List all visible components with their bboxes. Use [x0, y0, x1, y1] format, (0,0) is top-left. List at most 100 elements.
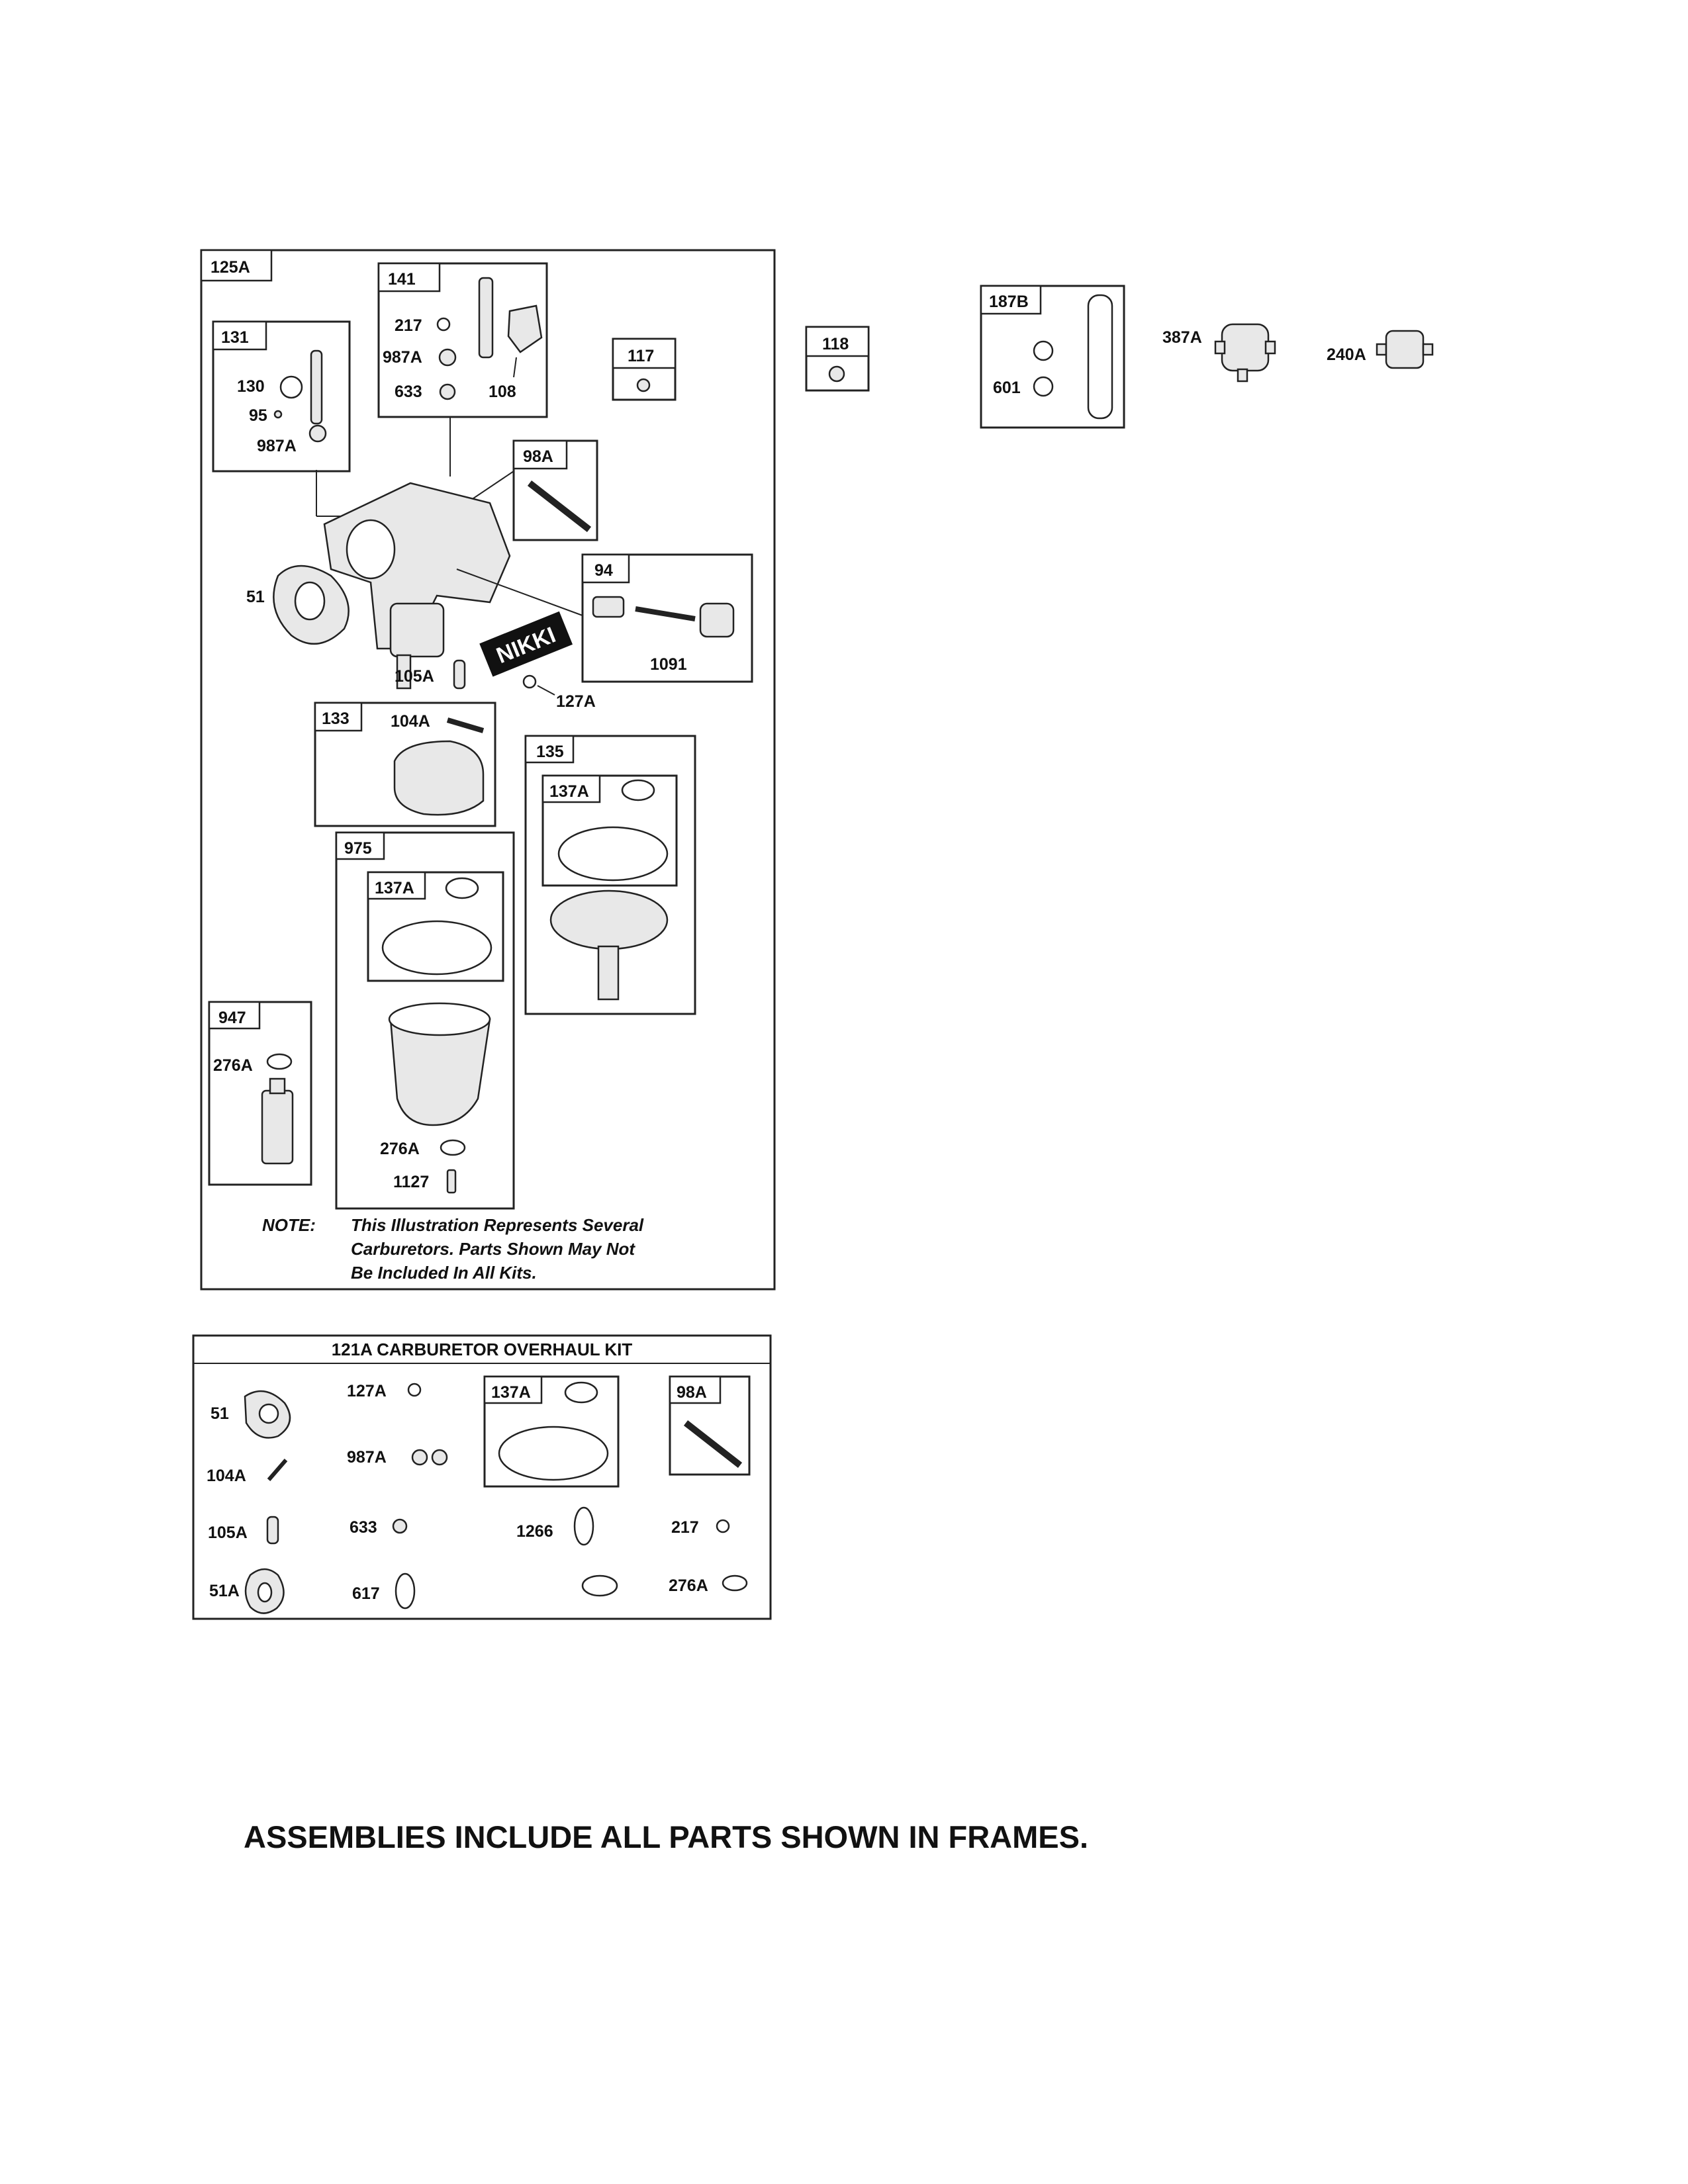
- part-240A-label: 240A: [1327, 345, 1366, 364]
- frame-98A-label: 98A: [523, 447, 553, 466]
- kit-51A-label: 51A: [209, 1582, 240, 1600]
- frame-133-label: 133: [322, 709, 350, 728]
- washer-icon: [722, 1574, 748, 1592]
- o-ring-icon: [573, 1506, 594, 1546]
- gasket-icon: [273, 565, 350, 645]
- idle-screw-icon: [683, 1420, 743, 1468]
- part-95-label: 95: [249, 406, 267, 425]
- frame-187B: 187B 601: [980, 285, 1125, 429]
- kit-98A-label: 98A: [677, 1383, 707, 1402]
- frame-125A: 125A: [200, 249, 776, 1291]
- frame-125A-label: 125A: [211, 258, 250, 277]
- frame-133: 133 104A: [314, 702, 496, 827]
- washer-icon: [440, 1139, 466, 1156]
- needle-icon: [635, 606, 696, 621]
- gasket-icon: [381, 920, 492, 976]
- spring-clip-icon: [716, 1519, 730, 1533]
- o-ring-icon: [621, 779, 655, 801]
- fuel-valve-icon: [453, 659, 466, 690]
- screw-icon: [273, 410, 283, 419]
- choke-shaft-icon: [310, 349, 323, 425]
- gasket-icon: [244, 1568, 285, 1614]
- kit-104A-label: 104A: [207, 1467, 246, 1485]
- frame-947-label: 947: [218, 1009, 246, 1027]
- frame-131: 131 130 95 987A: [212, 320, 351, 473]
- part-130-label: 130: [237, 377, 265, 396]
- clamp-icon: [1033, 340, 1054, 361]
- frame-94-label: 94: [594, 561, 613, 580]
- frame-135: 135 137A: [524, 735, 696, 1015]
- kit-617-label: 617: [352, 1584, 380, 1603]
- fuel-bowl-stem-icon: [597, 945, 620, 1001]
- note-line-3: Be Included In All Kits.: [351, 1263, 537, 1283]
- nikki-brand-plate: NIKKI: [479, 611, 573, 677]
- spring-icon: [592, 596, 625, 618]
- frame-117-label: 117: [628, 347, 654, 365]
- shaft-icon: [478, 277, 494, 359]
- frame-141: 141 217 987A 633 108: [377, 262, 548, 418]
- seal-icon: [431, 1449, 448, 1466]
- spring-clip-icon: [436, 317, 451, 332]
- part-633-label: 633: [395, 383, 422, 401]
- kit-title: 121A CARBURETOR OVERHAUL KIT: [332, 1340, 633, 1359]
- seal-icon: [411, 1449, 428, 1466]
- pin-icon: [446, 717, 485, 733]
- part-987A-label: 987A: [383, 348, 422, 367]
- kit-987A-label: 987A: [347, 1448, 387, 1467]
- frame-135-label: 135: [536, 743, 564, 761]
- note-line-1: This Illustration Represents Several: [351, 1215, 644, 1235]
- clamp-icon: [1033, 376, 1054, 397]
- pin-icon: [267, 1459, 288, 1481]
- frame-137A-label: 137A: [549, 782, 589, 801]
- frame-975: 975 137A 276A 1127: [335, 831, 515, 1210]
- choke-plate-icon: [279, 375, 303, 399]
- part-1127-label: 1127: [393, 1173, 429, 1191]
- part-987A-label: 987A: [257, 437, 297, 455]
- kit-633-label: 633: [350, 1518, 377, 1537]
- fuel-pump-icon: [1214, 323, 1276, 383]
- part-108-label: 108: [489, 383, 516, 401]
- frame-118: 118: [805, 326, 870, 392]
- screw-icon: [828, 365, 845, 383]
- fuel-bowl-icon: [389, 1018, 491, 1126]
- part-276A-label: 276A: [213, 1056, 253, 1075]
- frame-98A: 98A: [512, 439, 598, 541]
- o-ring-icon: [395, 1572, 416, 1610]
- footer-note: ASSEMBLIES INCLUDE ALL PARTS SHOWN IN FR…: [244, 1819, 1088, 1854]
- carburetor-body-icon: [316, 417, 583, 690]
- plug-icon: [407, 1383, 422, 1397]
- frame-94: 94 1091: [581, 553, 753, 683]
- part-217-label: 217: [395, 316, 422, 335]
- fuel-valve-icon: [266, 1516, 279, 1545]
- part-104A-label: 104A: [391, 712, 430, 731]
- note-label: NOTE:: [262, 1215, 316, 1235]
- gasket-icon: [557, 826, 669, 882]
- kit-105A-label: 105A: [208, 1524, 248, 1542]
- frame-131-label: 131: [221, 328, 249, 347]
- solenoid-icon: [261, 1089, 294, 1165]
- frame-117: 117: [612, 338, 677, 401]
- throttle-plate-icon: [507, 304, 543, 353]
- seal-icon: [439, 383, 456, 400]
- part-276A-label: 276A: [380, 1140, 420, 1158]
- kit-127A-label: 127A: [347, 1382, 387, 1400]
- o-ring-icon: [564, 1381, 598, 1404]
- frame-137A-label: 137A: [375, 879, 414, 897]
- solenoid-top-icon: [269, 1077, 286, 1095]
- seal-icon: [308, 424, 327, 443]
- screw-icon: [636, 378, 651, 392]
- gasket-icon: [244, 1390, 291, 1439]
- frame-141-label: 141: [388, 270, 416, 289]
- solenoid-icon: [699, 602, 735, 638]
- part-1091-label: 1091: [650, 655, 687, 674]
- note-line-2: Carburetors. Parts Shown May Not: [351, 1239, 635, 1259]
- plug-icon: [522, 674, 537, 689]
- fuel-filter-icon: [1376, 330, 1434, 369]
- o-ring-icon: [581, 1574, 618, 1597]
- o-ring-icon: [445, 877, 479, 899]
- part-387A-label: 387A: [1162, 328, 1202, 347]
- kit-137A-label: 137A: [491, 1383, 531, 1402]
- bolt-icon: [446, 1169, 457, 1194]
- kit-276A-label: 276A: [669, 1576, 708, 1595]
